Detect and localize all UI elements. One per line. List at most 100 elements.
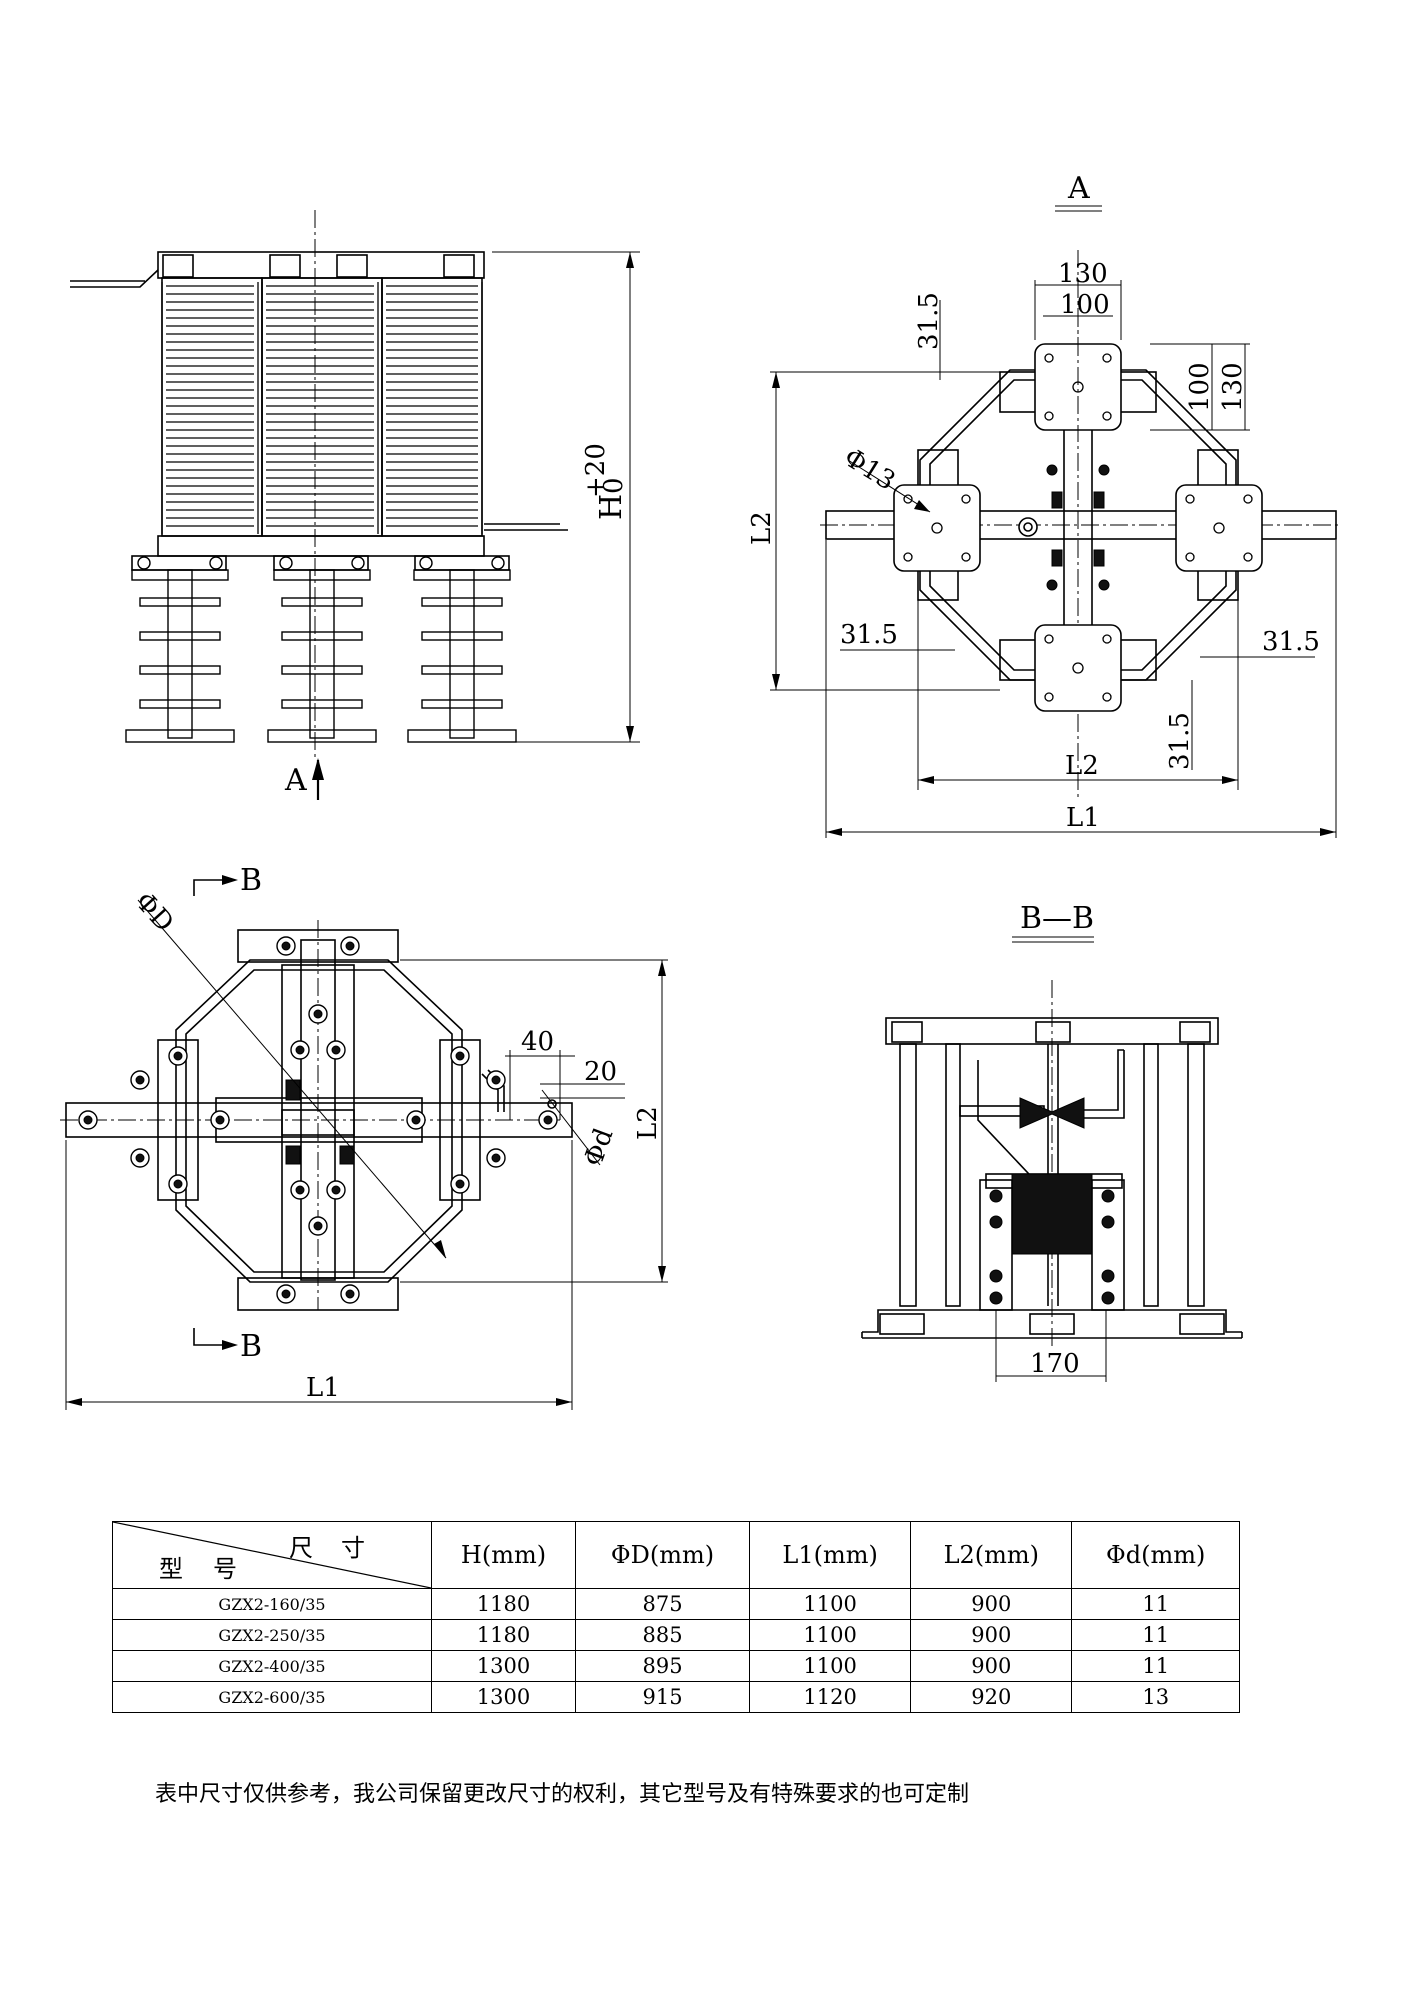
mounting-hole: [1185, 494, 1195, 504]
mounting-holes-view-a: [903, 353, 1253, 702]
dim-height-130: 130: [1218, 362, 1248, 412]
insulator-base: [407, 729, 517, 743]
value-cell: 895: [574, 1650, 751, 1682]
dim-hole-diameter-13: Φ13: [838, 442, 900, 496]
bolt: [1101, 1269, 1115, 1283]
section-marker-b-bottom: B: [240, 1329, 262, 1364]
dim-hole-diameter-label: Φd: [578, 1124, 619, 1170]
coil-fins: [161, 282, 483, 534]
insulator-stem: [167, 569, 193, 739]
bolt: [279, 556, 293, 570]
dim-right-offset-31-5: 31.5: [1262, 627, 1320, 657]
mounting-hole: [1102, 353, 1112, 363]
bolt: [137, 556, 151, 570]
section-b-b-view: B—B: [861, 901, 1243, 1382]
insulator-shed: [281, 699, 363, 709]
bolt-core: [455, 1051, 465, 1061]
mounting-hole: [1243, 494, 1253, 504]
dim-height-100: 100: [1185, 362, 1215, 412]
insulator-cap: [273, 569, 371, 581]
value-cell: 875: [574, 1588, 751, 1620]
bolt: [989, 1215, 1003, 1229]
insulators: [125, 556, 517, 743]
height-tolerance-upper: +20: [581, 443, 611, 498]
table-row: GZX2-600/35 1300 915 1120 920 13: [112, 1681, 1240, 1713]
bolt-core: [295, 1185, 305, 1195]
insulator-cap: [131, 569, 229, 581]
dim-height-20: 20: [584, 1057, 617, 1087]
bolt-core: [135, 1153, 145, 1163]
bolt-core: [135, 1075, 145, 1085]
mounting-hole: [961, 552, 971, 562]
bolt: [1101, 1291, 1115, 1305]
dim-width-100: 100: [1060, 290, 1110, 320]
value-cell: 11: [1071, 1588, 1240, 1620]
bolt: [1046, 579, 1058, 591]
mounting-hole: [1044, 353, 1054, 363]
dim-l1: L1: [1066, 803, 1100, 833]
value-cell: 1180: [431, 1588, 576, 1620]
mounting-hole: [903, 494, 913, 504]
mounting-hole: [1102, 634, 1112, 644]
view-a: A 130 1: [747, 171, 1340, 838]
view-a-title: A: [1067, 171, 1090, 206]
dim-width-130: 130: [1058, 259, 1108, 289]
section-bolts: [989, 1189, 1115, 1305]
value-cell: 900: [910, 1588, 1073, 1620]
dim-l1-plan: L1: [306, 1373, 340, 1403]
bolt-core: [411, 1115, 421, 1125]
dim-width-170: 170: [1030, 1349, 1080, 1379]
bolt: [1046, 464, 1058, 476]
center-hole: [931, 522, 943, 534]
insulator-shed: [421, 699, 503, 709]
insulator-shed: [139, 597, 221, 607]
dim-l2-horizontal: L2: [1065, 751, 1099, 781]
height-tolerance-lower: 0: [599, 477, 629, 494]
value-cell: 1100: [749, 1650, 912, 1682]
insulator-shed: [421, 665, 503, 675]
insulator-shed: [421, 631, 503, 641]
value-cell: 1120: [749, 1681, 912, 1713]
bolt-core: [281, 1289, 291, 1299]
header-l2: L2(mm): [910, 1521, 1073, 1589]
bolt: [989, 1189, 1003, 1203]
insulator-cap: [413, 569, 511, 581]
bolt-core: [173, 1179, 183, 1189]
center-hole: [1072, 381, 1084, 393]
mounting-hole: [1102, 411, 1112, 421]
insulator-shed: [421, 597, 503, 607]
insulator-shed: [139, 699, 221, 709]
insulator-stem: [309, 569, 335, 739]
dim-left-offset-31-5: 31.5: [840, 620, 898, 650]
dim-l2-plan: L2: [633, 1106, 663, 1140]
front-elevation-view: H +20 0 A: [70, 210, 640, 800]
model-cell: GZX2-400/35: [112, 1650, 432, 1682]
bolt: [1098, 579, 1110, 591]
mounting-hole: [903, 552, 913, 562]
corner-label-model: 型号: [159, 1555, 267, 1583]
bolt: [209, 556, 223, 570]
bolt-core: [331, 1185, 341, 1195]
value-cell: 885: [574, 1619, 751, 1651]
insulator-shed: [281, 597, 363, 607]
bolt-core: [173, 1051, 183, 1061]
bolt: [989, 1269, 1003, 1283]
mounting-hole: [1243, 552, 1253, 562]
value-cell: 1100: [749, 1619, 912, 1651]
insulator-shed: [281, 631, 363, 641]
footnote: 表中尺寸仅供参考，我公司保留更改尺寸的权利，其它型号及有特殊要求的也可定制: [155, 1782, 970, 1807]
table-row: GZX2-400/35 1300 895 1100 900 11: [112, 1650, 1240, 1682]
dimension-table: 尺寸 型号 H(mm) ΦD(mm) L1(mm) L2(mm) Φd(mm) …: [112, 1521, 1240, 1713]
value-cell: 13: [1071, 1681, 1240, 1713]
table-header-row: 尺寸 型号 H(mm) ΦD(mm) L1(mm) L2(mm) Φd(mm): [112, 1521, 1240, 1589]
dim-top-offset-31-5: 31.5: [914, 292, 944, 350]
model-cell: GZX2-160/35: [112, 1588, 432, 1620]
value-cell: 1100: [749, 1588, 912, 1620]
table-row: GZX2-250/35 1180 885 1100 900 11: [112, 1619, 1240, 1651]
bolt-core: [313, 1009, 323, 1019]
value-cell: 11: [1071, 1619, 1240, 1651]
insulator-base: [267, 729, 377, 743]
header-hole-diameter: Φd(mm): [1071, 1521, 1240, 1589]
mounting-hole: [1044, 634, 1054, 644]
header-h: H(mm): [431, 1521, 576, 1589]
